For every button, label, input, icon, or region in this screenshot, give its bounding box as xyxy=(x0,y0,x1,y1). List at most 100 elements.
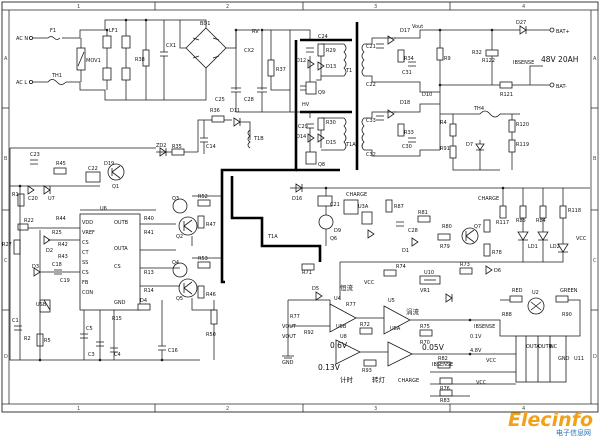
row-letter: B xyxy=(593,156,597,162)
power-labels: C24 R29 D12 D13 Q9 T1 R30 C29 T1A D14 D1… xyxy=(296,20,578,168)
svg-text:U8: U8 xyxy=(340,334,347,340)
svg-text:C19: C19 xyxy=(60,278,70,284)
svg-text:R27: R27 xyxy=(2,242,12,248)
svg-text:Q4: Q4 xyxy=(172,260,179,266)
svg-text:BD1: BD1 xyxy=(200,21,210,27)
svg-text:VR1: VR1 xyxy=(420,288,430,294)
ibsense-net-label: IBSENSE xyxy=(474,324,495,330)
svg-text:R40: R40 xyxy=(144,216,154,222)
label-timer: 计时 xyxy=(340,375,354,384)
svg-text:Q6: Q6 xyxy=(330,236,337,242)
controller-section xyxy=(9,147,222,361)
svg-text:R9: R9 xyxy=(444,56,451,62)
svg-text:IBSENSE: IBSENSE xyxy=(432,362,453,368)
svg-text:R75: R75 xyxy=(420,324,430,330)
svg-text:R120: R120 xyxy=(516,122,529,128)
col-num: 2 xyxy=(226,4,229,10)
charge-control-section xyxy=(282,183,590,397)
svg-text:D9: D9 xyxy=(334,228,341,234)
svg-text:C31: C31 xyxy=(402,70,412,76)
row-letter: D xyxy=(4,354,8,360)
svg-text:R37: R37 xyxy=(276,67,286,73)
vcc-label: VCC xyxy=(364,280,375,286)
svg-text:R50: R50 xyxy=(206,332,216,338)
svg-text:C5: C5 xyxy=(86,326,93,332)
svg-text:D13: D13 xyxy=(326,64,336,70)
svg-text:C16: C16 xyxy=(168,348,178,354)
bat-pos-label: BAT+ xyxy=(556,29,570,35)
svg-text:U5B: U5B xyxy=(336,324,347,330)
green-led-label: GREEN xyxy=(560,288,578,294)
svg-text:R76: R76 xyxy=(440,386,450,392)
frame-labels: 1 2 3 4 1 2 3 4 A B C D A B C D xyxy=(4,4,597,412)
svg-text:OUTA: OUTA xyxy=(526,344,540,350)
svg-text:C14: C14 xyxy=(206,144,216,150)
svg-text:OUTA: OUTA xyxy=(114,246,128,252)
row-letter: B xyxy=(4,156,8,162)
svg-text:T1A: T1A xyxy=(345,142,356,148)
vcc-out-label: VCC xyxy=(576,236,587,242)
svg-text:R45: R45 xyxy=(56,161,66,167)
svg-text:R79: R79 xyxy=(440,244,450,250)
svg-text:D4: D4 xyxy=(140,298,147,304)
svg-text:R44: R44 xyxy=(56,216,66,222)
voltage-0v05: 0.05V xyxy=(422,343,445,352)
svg-text:RV: RV xyxy=(252,29,259,35)
svg-text:C28: C28 xyxy=(408,228,418,234)
svg-text:Q7: Q7 xyxy=(474,224,481,230)
svg-text:LD1: LD1 xyxy=(528,244,538,250)
svg-text:VREF: VREF xyxy=(82,230,95,236)
svg-text:C30: C30 xyxy=(402,144,412,150)
svg-text:R34: R34 xyxy=(404,56,414,62)
charge-label: CHARGE xyxy=(346,192,367,198)
svg-text:R73: R73 xyxy=(460,262,470,268)
svg-text:C32: C32 xyxy=(366,152,376,158)
svg-text:C22: C22 xyxy=(88,166,98,172)
input-stage xyxy=(28,19,291,113)
svg-text:IBSENSE: IBSENSE xyxy=(513,60,534,66)
svg-text:CS: CS xyxy=(82,270,89,276)
svg-text:R41: R41 xyxy=(144,230,154,236)
svg-text:R78: R78 xyxy=(492,250,502,256)
svg-text:R117: R117 xyxy=(496,220,509,226)
svg-text:D16: D16 xyxy=(292,196,302,202)
svg-text:R92: R92 xyxy=(304,330,314,336)
svg-text:Q2: Q2 xyxy=(176,234,183,240)
svg-text:T1A: T1A xyxy=(267,234,278,240)
row-letter: D xyxy=(593,354,597,360)
feedback-labels: TH4 R120 R119 R4 R91 D7 R36 D11 C14 T1B … xyxy=(156,106,529,152)
label-trickle: 涓流 xyxy=(406,307,420,316)
svg-text:C1: C1 xyxy=(12,318,19,324)
svg-text:CT: CT xyxy=(82,250,89,256)
svg-text:D3: D3 xyxy=(32,264,39,270)
svg-text:R83: R83 xyxy=(440,398,450,404)
gnd-label: GND xyxy=(282,360,294,366)
drawing-frame xyxy=(1,1,599,413)
feedback-section xyxy=(156,110,520,171)
row-letter: C xyxy=(593,258,597,264)
svg-text:D18: D18 xyxy=(400,100,410,106)
svg-text:R38: R38 xyxy=(135,57,145,63)
svg-text:R93: R93 xyxy=(362,368,372,374)
svg-text:D1: D1 xyxy=(402,248,409,254)
svg-text:R14: R14 xyxy=(144,288,154,294)
svg-text:D10: D10 xyxy=(422,92,432,98)
svg-text:C3: C3 xyxy=(88,352,95,358)
svg-text:R82: R82 xyxy=(438,356,448,362)
svg-text:LF1: LF1 xyxy=(109,28,118,34)
svg-text:CON: CON xyxy=(82,290,93,296)
svg-text:R84: R84 xyxy=(536,218,546,224)
col-num: 1 xyxy=(77,406,80,412)
isolation-bus xyxy=(220,22,359,284)
svg-text:C22: C22 xyxy=(366,82,376,88)
svg-text:C18: C18 xyxy=(52,262,62,268)
col-num: 3 xyxy=(374,4,377,10)
svg-text:R87: R87 xyxy=(394,204,404,210)
svg-text:R29: R29 xyxy=(326,48,336,54)
charge-control-labels: D16 C21 CHARGE D9 U3A R87 C28 R81 D1 R79… xyxy=(267,192,584,404)
svg-text:R1: R1 xyxy=(12,192,19,198)
svg-text:R32: R32 xyxy=(472,50,482,56)
svg-text:F1: F1 xyxy=(50,28,56,34)
svg-text:R4: R4 xyxy=(440,120,447,126)
label-constant-current: 恒流 xyxy=(340,283,354,292)
